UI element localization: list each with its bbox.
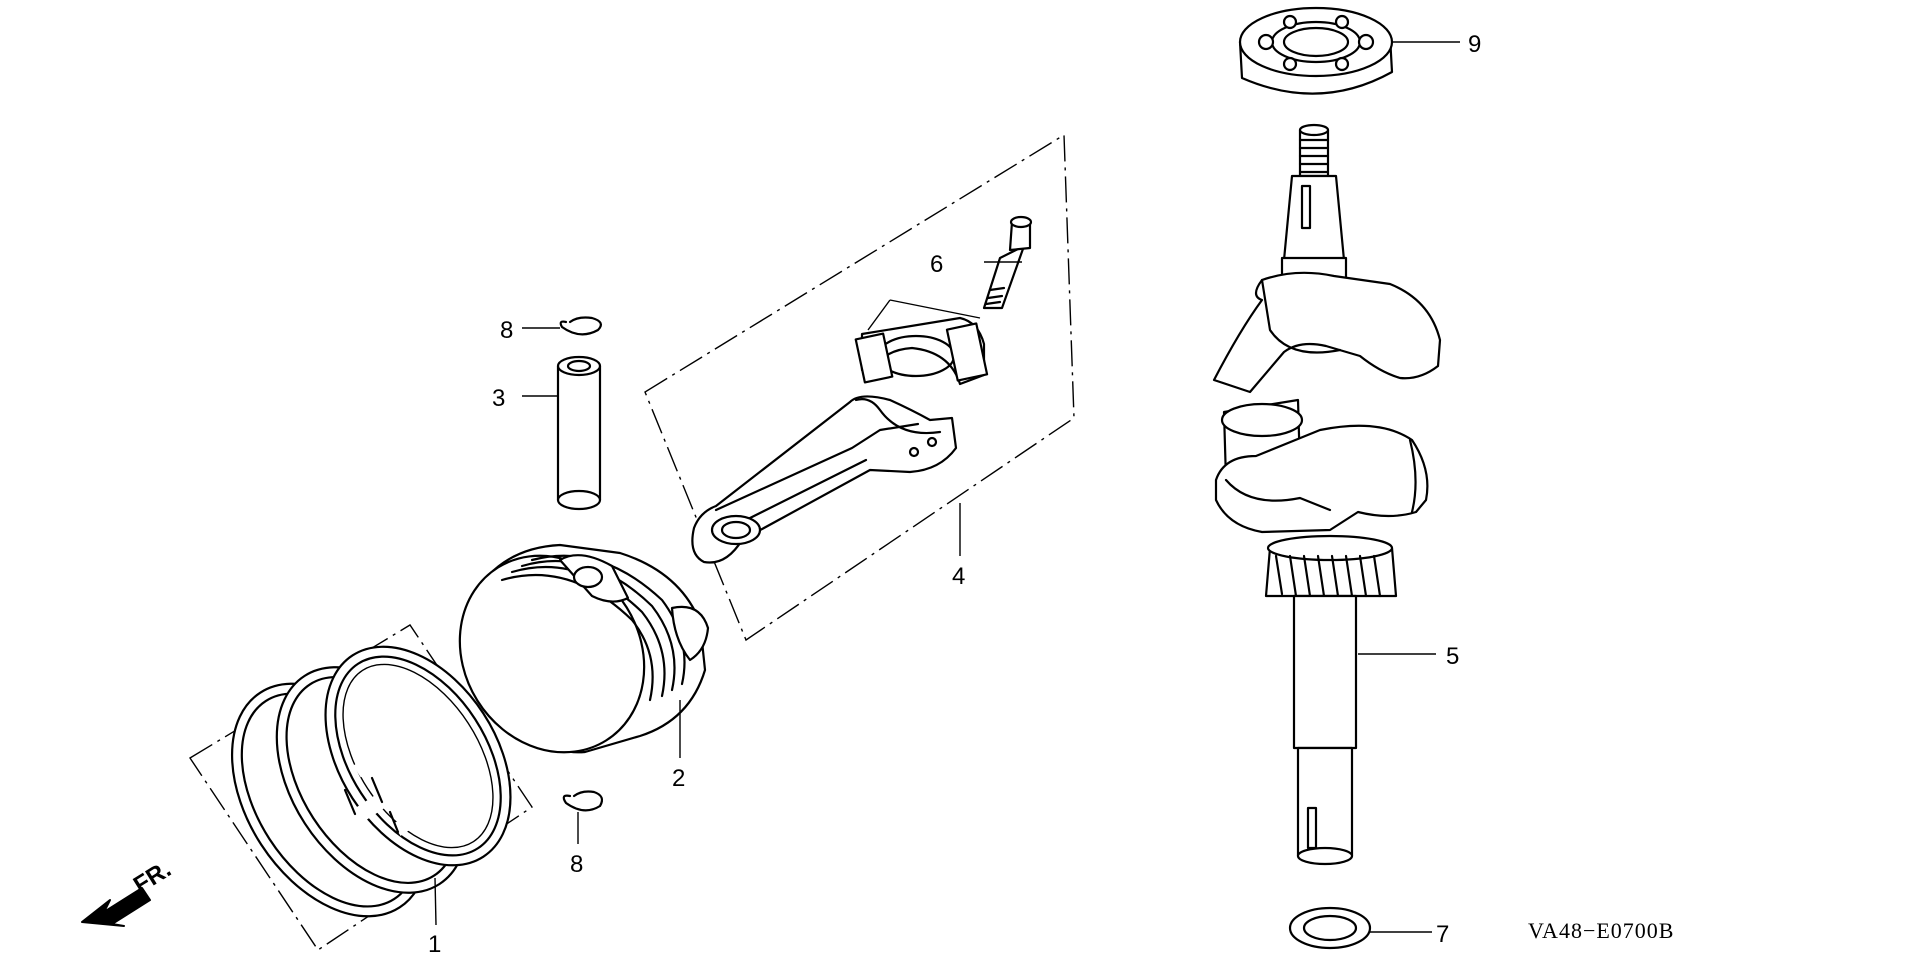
callout-8-top: 8 bbox=[500, 317, 513, 344]
callout-2: 2 bbox=[672, 765, 685, 792]
piston bbox=[458, 543, 710, 754]
piston-ring-set bbox=[189, 624, 533, 951]
callout-5: 5 bbox=[1446, 643, 1459, 670]
diagram-code: VA48−E0700B bbox=[1528, 918, 1674, 943]
piston-pin-clip-bottom bbox=[562, 790, 604, 812]
front-direction-arrow: FR. bbox=[81, 856, 176, 927]
crankshaft-washer bbox=[1288, 906, 1372, 950]
callout-8-bottom: 8 bbox=[570, 851, 583, 878]
leader-lines bbox=[434, 41, 1460, 933]
ball-bearing bbox=[1238, 6, 1394, 95]
piston-pin bbox=[556, 355, 602, 511]
callout-9: 9 bbox=[1468, 31, 1481, 58]
callout-4: 4 bbox=[952, 563, 965, 590]
callout-3: 3 bbox=[492, 385, 505, 412]
connecting-rod-assembly bbox=[644, 133, 1075, 642]
callout-labels: 1 2 3 4 5 6 7 8 8 9 bbox=[428, 31, 1481, 958]
callout-6: 6 bbox=[930, 251, 943, 278]
crankshaft bbox=[1212, 123, 1442, 866]
callout-1: 1 bbox=[428, 931, 441, 958]
callout-7: 7 bbox=[1436, 921, 1449, 948]
piston-pin-clip-top bbox=[559, 316, 602, 336]
